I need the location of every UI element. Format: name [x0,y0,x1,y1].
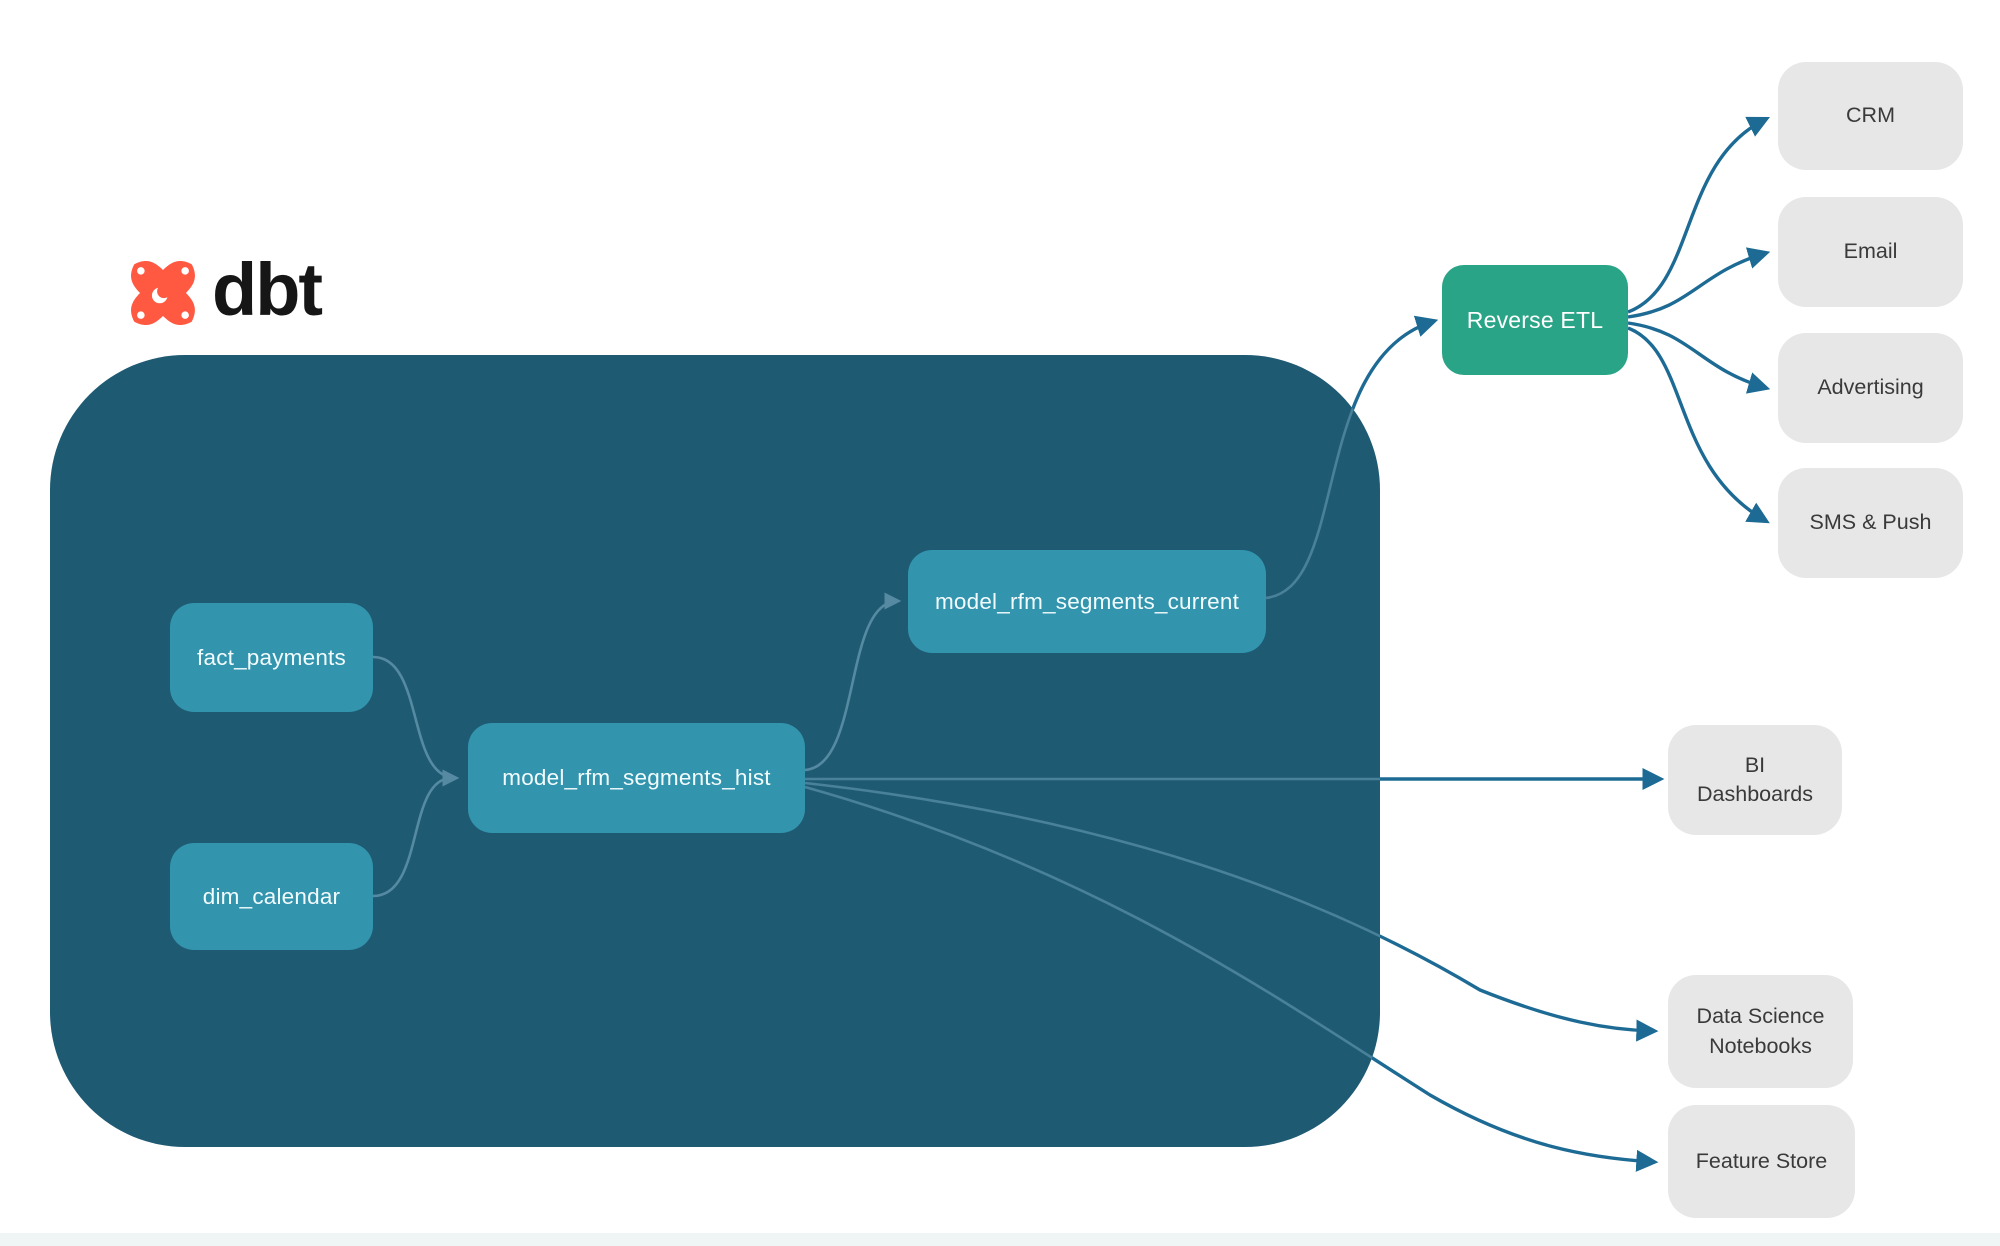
node-crm: CRM [1778,62,1963,170]
node-label: SMS & Push [1809,510,1932,535]
edge-retl-to-email [1627,247,1771,319]
node-feature-store: Feature Store [1668,1105,1855,1218]
node-sms-push: SMS & Push [1778,468,1963,578]
node-advertising: Advertising [1778,333,1963,443]
node-label: Advertising [1817,375,1924,400]
node-label: Data Science Notebooks [1696,1004,1825,1058]
edge-current-to-reverse-etl [1265,315,1439,600]
footer-band [0,1233,2000,1246]
edge-dim-to-hist [372,776,453,898]
edge-fact-to-hist [372,655,460,787]
node-label: BI Dashboards [1697,752,1813,806]
dbt-logo: dbt [122,248,323,334]
node-dim-calendar: dim_calendar [170,843,373,950]
node-label: model_rfm_segments_hist [502,765,771,790]
node-reverse-etl: Reverse ETL [1442,265,1628,375]
edge-hist-to-datascience [804,781,1659,1042]
node-email: Email [1778,197,1963,307]
node-bi-dashboards: BI Dashboards [1668,725,1842,835]
edge-retl-to-sms [1627,326,1770,524]
edges-inside-group [372,592,902,898]
node-data-science-notebooks: Data Science Notebooks [1668,975,1853,1088]
node-label: CRM [1846,103,1895,128]
node-fact-payments: fact_payments [170,603,373,712]
node-label: dim_calendar [202,883,341,909]
edges-crossing-inside-group [804,319,1660,1164]
dbt-wordmark: dbt [212,248,323,331]
edge-retl-to-adv [1627,321,1771,394]
node-label: model_rfm_segments_current [934,588,1240,614]
node-label: Reverse ETL [1466,306,1604,333]
dbt-logo-icon [131,261,195,325]
node-model-rfm-segments-current: model_rfm_segments_current [908,550,1266,653]
edge-retl-to-crm [1627,116,1770,314]
edge-hist-to-featurestore [804,785,1659,1172]
edges-crossing-outside-group [804,315,1665,1172]
edges-fanout-group [1627,116,1771,524]
node-label: fact_payments [197,644,346,670]
node-label: Email [1843,239,1898,264]
node-model-rfm-segments-hist: model_rfm_segments_hist [468,723,805,833]
node-label: Feature Store [1695,1148,1828,1173]
edge-hist-to-current [804,592,902,772]
